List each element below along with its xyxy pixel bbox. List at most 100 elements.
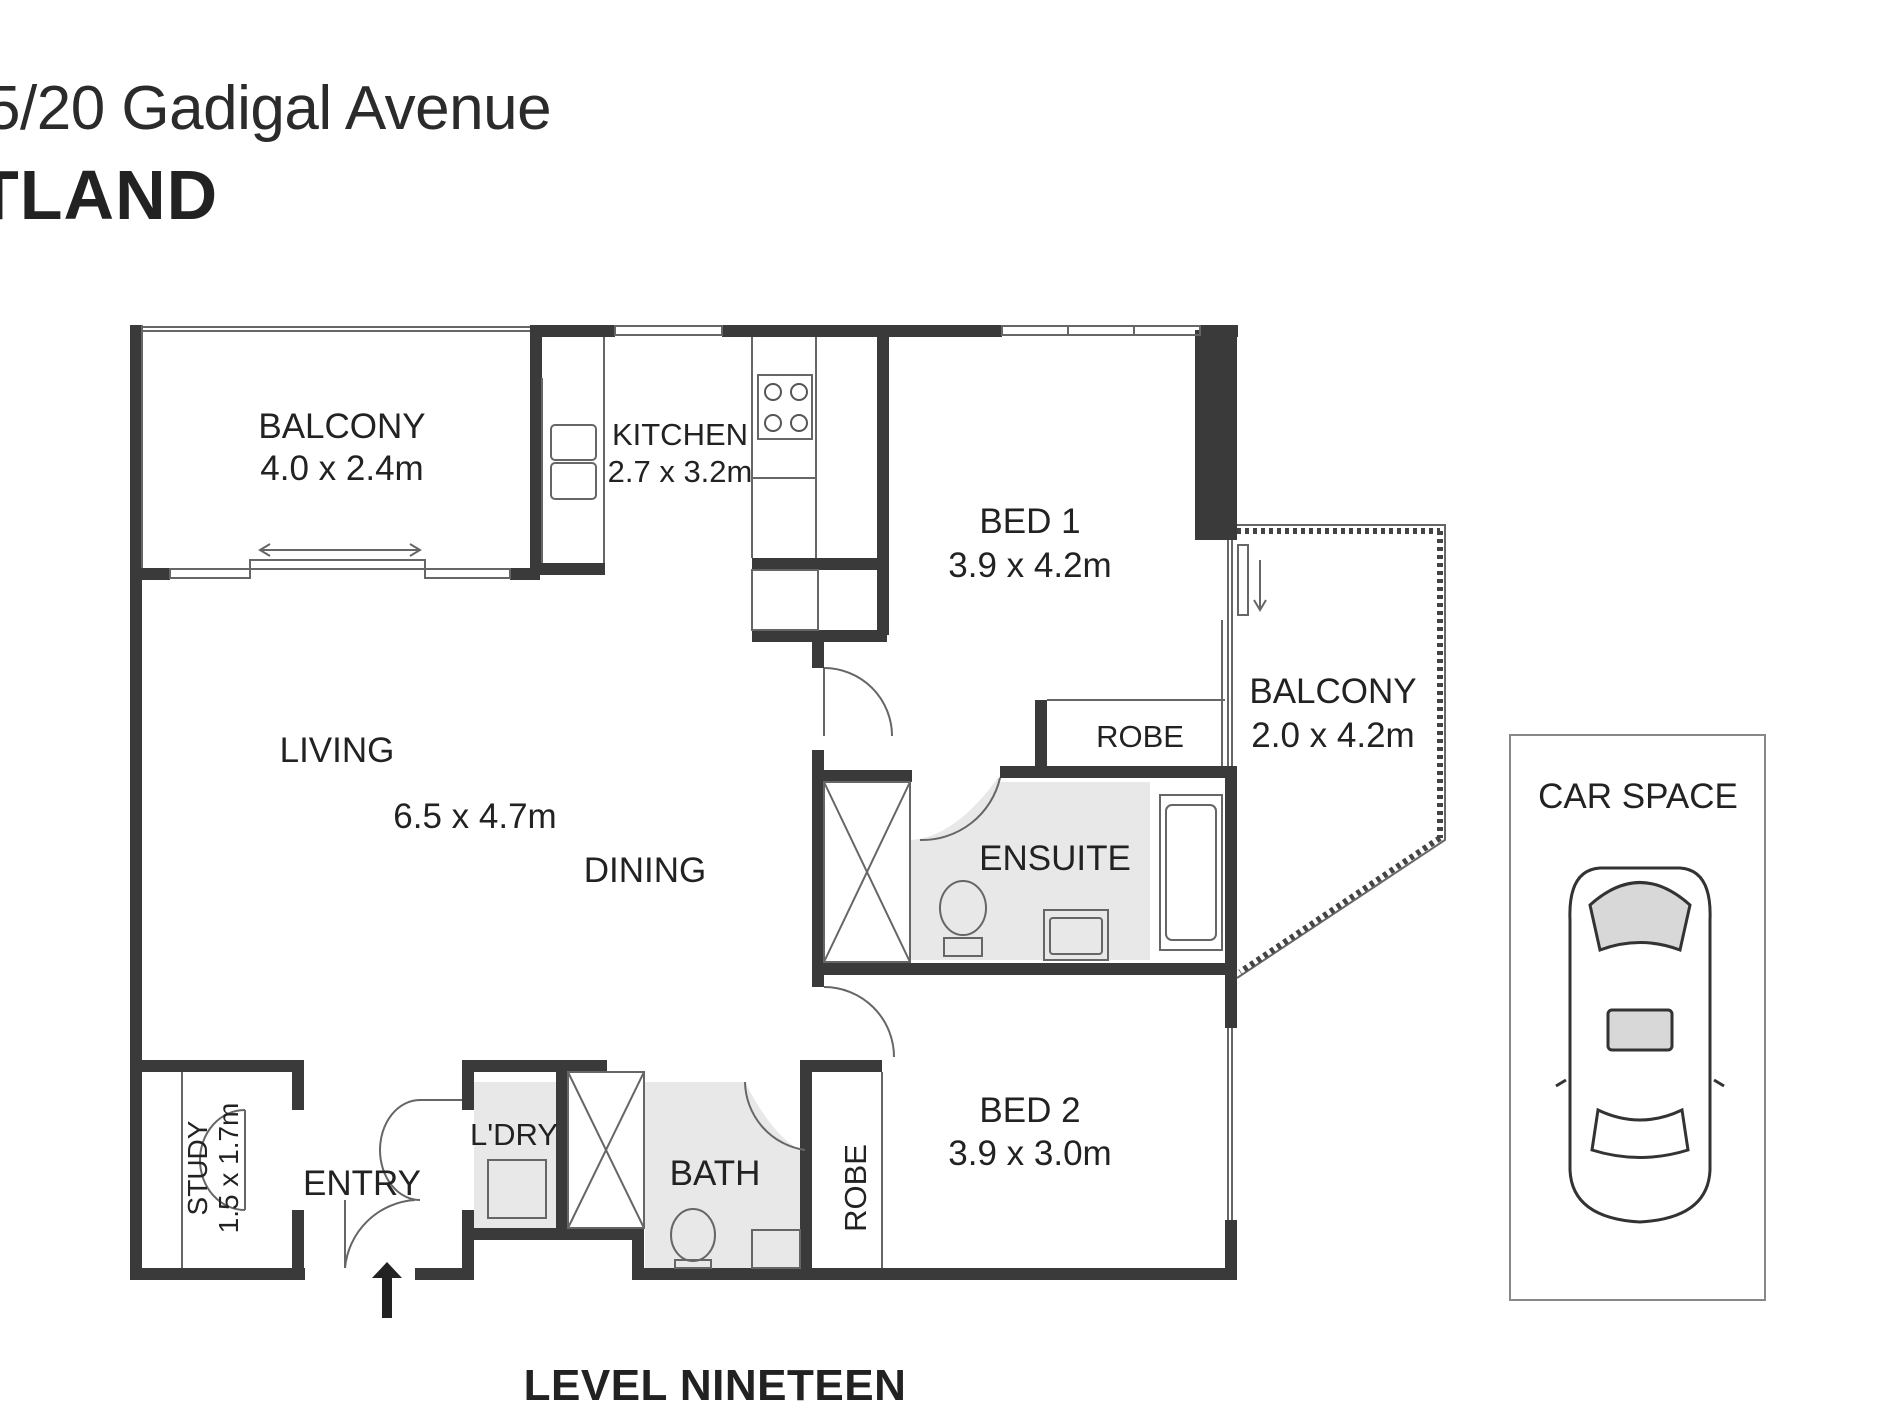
wall-bath-left-base xyxy=(632,1228,644,1280)
wall-door-jamb-2 xyxy=(812,975,824,987)
fridge-space xyxy=(751,569,819,631)
wall-door-jamb-1 xyxy=(812,630,824,668)
bath-floor xyxy=(645,1082,800,1275)
balcony2-rail xyxy=(1237,528,1443,975)
door-swing-bed1 xyxy=(823,667,893,737)
label-balcony-bed-size: 2.0 x 4.2m xyxy=(1251,716,1414,755)
bath-shower xyxy=(567,1071,645,1229)
wall-ensuite-base xyxy=(812,963,1232,975)
car-roof xyxy=(1606,1008,1674,1052)
slider-panel-2 xyxy=(249,559,426,570)
wall-laundry-left-base xyxy=(462,1210,474,1280)
wall-balcony-kitchen xyxy=(530,325,542,575)
entry-arrow-icon xyxy=(372,1262,402,1318)
label-bed2-name: BED 2 xyxy=(979,1091,1080,1130)
slider-panel-1 xyxy=(169,568,251,579)
wall-laundry-left-top xyxy=(462,1060,474,1110)
car-rear-window xyxy=(1590,1107,1690,1159)
sink-bowl-1 xyxy=(550,424,597,461)
car-mirror-left xyxy=(1555,1078,1567,1088)
wall-bottom-entry-r xyxy=(415,1268,470,1280)
label-laundry: L'DRY xyxy=(470,1117,558,1152)
thin-lines xyxy=(141,325,1766,1301)
column-bed1 xyxy=(1195,330,1237,540)
label-study-size: 1.5 x 1.7m xyxy=(213,1103,244,1234)
cooktop-burners xyxy=(764,383,808,432)
label-bed1-size: 3.9 x 4.2m xyxy=(948,546,1111,585)
label-robe1: ROBE xyxy=(1096,719,1184,754)
ensuite-floor xyxy=(910,775,1150,960)
sink-bowl-2 xyxy=(550,462,597,500)
bath-cistern xyxy=(674,1259,712,1269)
kitchen-window xyxy=(614,325,723,336)
bed1-balcony-door xyxy=(1237,544,1249,616)
wall-bottom-main xyxy=(632,1268,1237,1280)
bed1-window xyxy=(1001,325,1201,336)
wall-robe1-base xyxy=(1035,766,1230,778)
wall-fridge-top xyxy=(752,558,887,570)
wall-outer-left xyxy=(130,325,142,1280)
slider-arrow-left xyxy=(258,543,271,557)
wall-bottom-left xyxy=(130,1268,305,1280)
ensuite-toilet xyxy=(939,880,987,936)
label-living-size: 6.5 x 4.7m xyxy=(393,797,556,836)
wall-laundry-bath xyxy=(556,1060,568,1240)
bath-shower-diag-2 xyxy=(567,1071,645,1229)
laundry-floor xyxy=(474,1082,556,1232)
wall-balcony-base-r xyxy=(510,568,540,580)
slider-panel-3 xyxy=(424,568,511,579)
entry-door-swing xyxy=(344,1199,416,1269)
label-entry: ENTRY xyxy=(303,1164,421,1203)
label-living-name: LIVING xyxy=(280,731,395,770)
label-robe2: ROBE xyxy=(838,1144,873,1232)
wall-bed2-jamb xyxy=(800,1060,812,1061)
label-balcony-main-size: 4.0 x 2.4m xyxy=(260,449,423,488)
label-ensuite: ENSUITE xyxy=(979,839,1131,878)
ensuite-shower-diag-2 xyxy=(823,781,911,963)
label-balcony-bed-name: BALCONY xyxy=(1249,672,1416,711)
wall-study-entry-top xyxy=(292,1060,304,1110)
wall-balcony-base-l xyxy=(130,568,170,580)
burner-1 xyxy=(764,383,782,401)
wall-robe1-left xyxy=(1035,700,1047,775)
wall-kitchen-base xyxy=(530,563,605,575)
wall-corner-top-left xyxy=(130,325,142,339)
label-bath: BATH xyxy=(670,1154,761,1193)
ensuite-shower xyxy=(823,781,911,963)
ensuite-vanity xyxy=(1043,909,1109,961)
laundry-door-swing xyxy=(379,1099,421,1201)
label-bed2-size: 3.9 x 3.0m xyxy=(948,1134,1111,1173)
wall-study-entry-base xyxy=(292,1210,304,1280)
wall-laundry-top xyxy=(462,1060,607,1072)
label-bed1-name: BED 1 xyxy=(979,502,1080,541)
wall-top-kitchen-b xyxy=(722,325,877,337)
door-swing-bath xyxy=(744,1081,806,1151)
balcony2-rail-diag xyxy=(1238,835,1442,975)
cooktop xyxy=(757,374,813,440)
burner-3 xyxy=(764,414,782,432)
walls xyxy=(130,325,1238,1280)
bath-vanity xyxy=(751,1229,801,1269)
car-body xyxy=(1568,866,1712,1224)
label-car-space: CAR SPACE xyxy=(1538,777,1738,816)
wall-bed2-right-base xyxy=(1225,1220,1237,1280)
burner-4 xyxy=(790,414,808,432)
wall-bath-bed2 xyxy=(800,1060,812,1280)
door-arrow-head xyxy=(1253,599,1267,612)
door-swing-bed2 xyxy=(823,986,895,1058)
door-swing-ensuite xyxy=(919,777,1001,842)
wall-ensuite-top-b xyxy=(1000,766,1040,778)
ensuite-bathtub xyxy=(1159,794,1223,951)
wall-kitchen-bed1 xyxy=(877,325,889,635)
property-address: 5/20 Gadigal Avenue xyxy=(0,74,552,143)
wall-ensuite-top-a xyxy=(812,770,912,782)
car-space-outline xyxy=(1509,734,1766,1301)
car-icon xyxy=(1555,866,1725,1224)
label-kitchen-size: 2.7 x 3.2m xyxy=(608,454,753,489)
ensuite-cistern xyxy=(943,937,983,957)
ensuite-bathtub-inner xyxy=(1165,804,1217,941)
wall-ensuite-right xyxy=(1225,766,1237,976)
level-label: LEVEL NINETEEN xyxy=(524,1361,907,1410)
wall-study-top xyxy=(130,1060,300,1072)
